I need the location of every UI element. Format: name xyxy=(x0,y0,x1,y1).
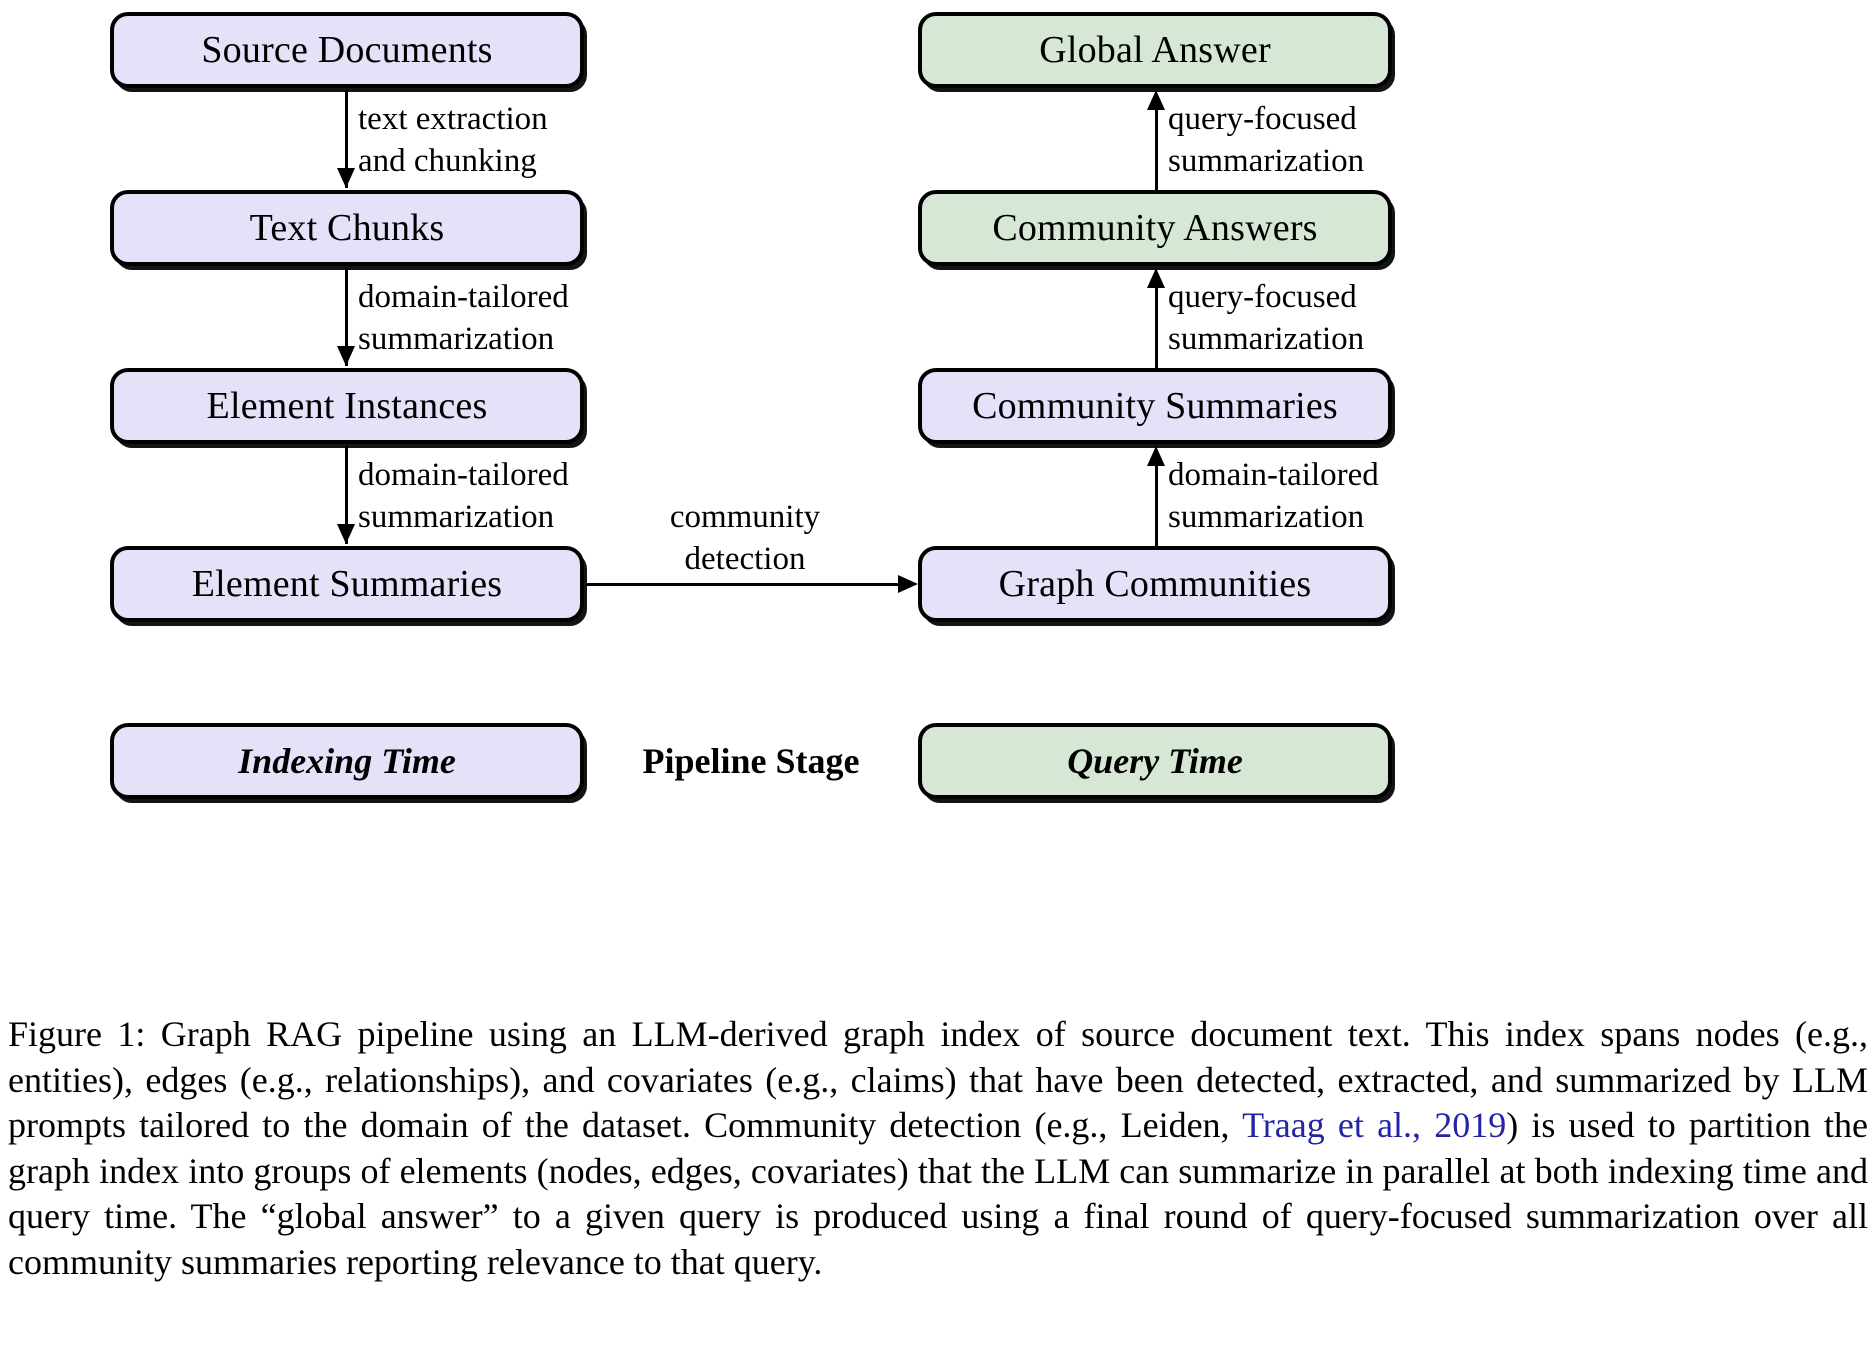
edge-label-domain-tailored-2: domain-tailored summarization xyxy=(358,454,569,538)
edge-label-query-focused-2-line2: summarization xyxy=(1168,321,1365,358)
node-element-instances-label: Element Instances xyxy=(206,385,488,427)
node-community-summaries-label: Community Summaries xyxy=(972,385,1338,427)
node-text-chunks-label: Text Chunks xyxy=(249,207,445,249)
arrow-answers-to-global-line xyxy=(1155,108,1158,196)
edge-label-domain-tailored-2-line2: summarization xyxy=(358,499,555,536)
arrow-summaries-to-answers-line xyxy=(1155,286,1158,374)
arrow-summaries-to-answers-head xyxy=(1147,268,1165,288)
edge-label-domain-tailored-1-line1: domain-tailored xyxy=(358,279,569,315)
edge-label-domain-tailored-3: domain-tailored summarization xyxy=(1168,454,1379,538)
edge-label-domain-tailored-3-line2: summarization xyxy=(1168,499,1365,536)
legend-indexing-time-label: Indexing Time xyxy=(238,741,456,781)
arrow-communities-to-summaries-head xyxy=(1147,446,1165,466)
arrow-summaries-to-communities-line xyxy=(586,583,902,586)
edge-label-query-focused-1: query-focused summarization xyxy=(1168,98,1364,182)
arrow-source-to-chunks-head xyxy=(337,168,355,188)
node-element-instances: Element Instances xyxy=(110,368,584,444)
node-element-summaries-label: Element Summaries xyxy=(191,563,503,605)
arrow-source-to-chunks-line xyxy=(345,90,348,188)
edge-label-text-extraction-line2: and chunking xyxy=(358,143,537,180)
node-global-answer: Global Answer xyxy=(918,12,1392,88)
node-community-summaries: Community Summaries xyxy=(918,368,1392,444)
legend-query-time-label: Query Time xyxy=(1067,741,1243,781)
node-element-summaries: Element Summaries xyxy=(110,546,584,622)
node-graph-communities-label: Graph Communities xyxy=(998,563,1312,605)
arrow-chunks-to-instances-line xyxy=(345,268,348,366)
edge-label-query-focused-2: query-focused summarization xyxy=(1168,276,1364,360)
legend-pipeline-stage-label: Pipeline Stage xyxy=(642,741,860,781)
edge-label-text-extraction: text extraction and chunking xyxy=(358,98,548,182)
node-graph-communities: Graph Communities xyxy=(918,546,1392,622)
legend-query-time: Query Time xyxy=(918,723,1392,799)
legend-indexing-time: Indexing Time xyxy=(110,723,584,799)
edge-label-community-detection-line1: community xyxy=(669,499,821,535)
edge-label-query-focused-1-line1: query-focused xyxy=(1168,101,1357,137)
edge-label-domain-tailored-3-line1: domain-tailored xyxy=(1168,457,1379,493)
arrow-instances-to-summaries-line xyxy=(345,446,348,544)
edge-label-community-detection: community detection xyxy=(630,496,860,580)
edge-label-domain-tailored-1-line2: summarization xyxy=(358,321,555,358)
figure-caption: Figure 1: Graph RAG pipeline using an LL… xyxy=(8,1012,1868,1285)
legend-pipeline-stage: Pipeline Stage xyxy=(600,723,902,799)
edge-label-query-focused-2-line1: query-focused xyxy=(1168,279,1357,315)
graph-rag-pipeline-figure: Source Documents text extraction and chu… xyxy=(110,12,1392,799)
edge-label-query-focused-1-line2: summarization xyxy=(1168,143,1365,180)
arrow-answers-to-global-head xyxy=(1147,90,1165,110)
caption-part-2: ) is used to partition the graph index i… xyxy=(8,1105,1869,1282)
edge-label-text-extraction-line1: text extraction xyxy=(358,101,548,137)
caption-citation-link[interactable]: Traag et al., 2019 xyxy=(1242,1105,1507,1146)
edge-label-domain-tailored-1: domain-tailored summarization xyxy=(358,276,569,360)
arrow-chunks-to-instances-head xyxy=(337,346,355,366)
node-community-answers-label: Community Answers xyxy=(992,207,1318,249)
edge-label-community-detection-line2: detection xyxy=(684,541,806,578)
edge-label-domain-tailored-2-line1: domain-tailored xyxy=(358,457,569,493)
arrow-instances-to-summaries-head xyxy=(337,524,355,544)
arrow-communities-to-summaries-line xyxy=(1155,464,1158,552)
node-source-documents-label: Source Documents xyxy=(201,29,493,71)
node-text-chunks: Text Chunks xyxy=(110,190,584,266)
node-global-answer-label: Global Answer xyxy=(1039,29,1271,71)
node-community-answers: Community Answers xyxy=(918,190,1392,266)
arrow-summaries-to-communities-head xyxy=(898,575,918,593)
caption-part-1: Figure 1: Graph RAG pipeline using an LL… xyxy=(8,1014,1868,1146)
node-source-documents: Source Documents xyxy=(110,12,584,88)
